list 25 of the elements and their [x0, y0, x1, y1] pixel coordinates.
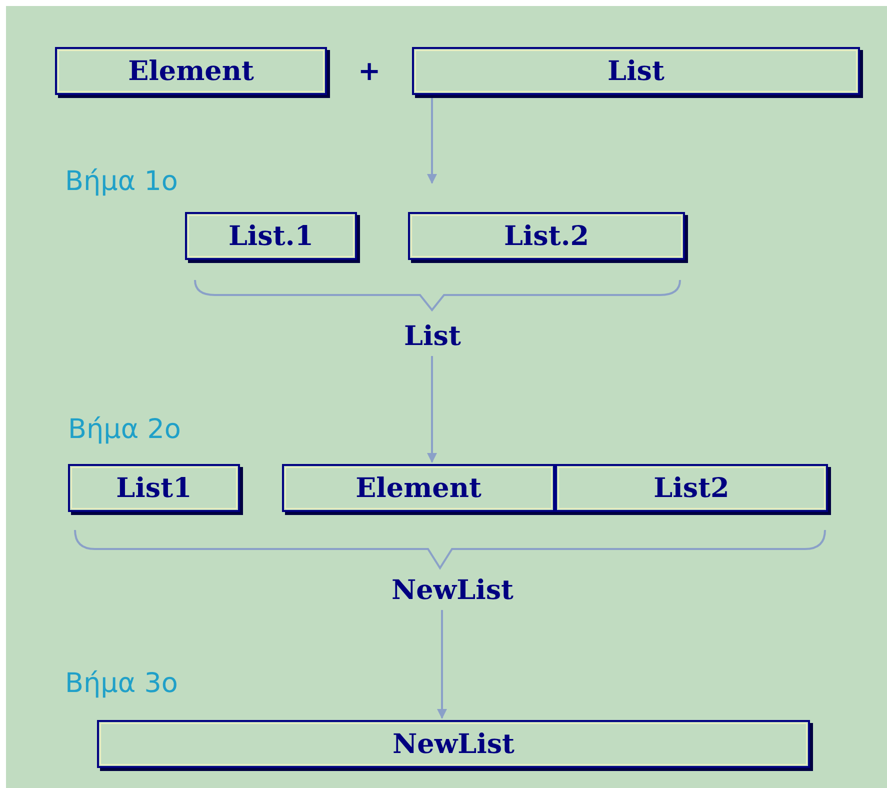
- list-box: [408, 212, 685, 260]
- box-label: List1: [116, 472, 192, 504]
- arrow: [427, 97, 437, 184]
- box-label: Element: [128, 56, 254, 86]
- box-label: NewList: [392, 728, 514, 760]
- list-box: [68, 464, 240, 512]
- list-box: [97, 720, 810, 768]
- result-label: List: [404, 320, 461, 352]
- box-label: List: [608, 56, 664, 86]
- step-label: Βήμα 2ο: [68, 414, 181, 445]
- plus-sign: +: [358, 56, 381, 87]
- result-label: NewList: [391, 574, 514, 606]
- list-box: [282, 464, 555, 512]
- list-box: [55, 47, 327, 95]
- list-box: [185, 212, 357, 260]
- step-label: Βήμα 1ο: [65, 166, 178, 197]
- list-box: [555, 464, 828, 512]
- box-label: List.1: [228, 220, 314, 252]
- box-label: List2: [654, 472, 730, 504]
- step-label: Βήμα 3ο: [65, 668, 178, 699]
- arrow: [427, 356, 437, 463]
- list-box: [412, 47, 860, 95]
- arrow: [437, 610, 447, 719]
- box-label: List.2: [504, 220, 590, 252]
- box-label: Element: [356, 472, 482, 504]
